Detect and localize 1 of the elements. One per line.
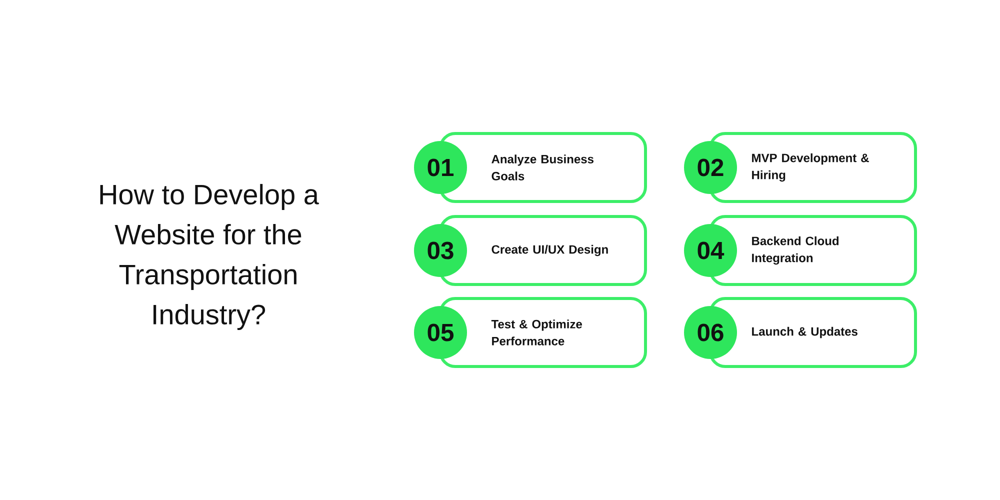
heading: How to Develop a Website for the Transportation Industry? (100, 184, 319, 330)
